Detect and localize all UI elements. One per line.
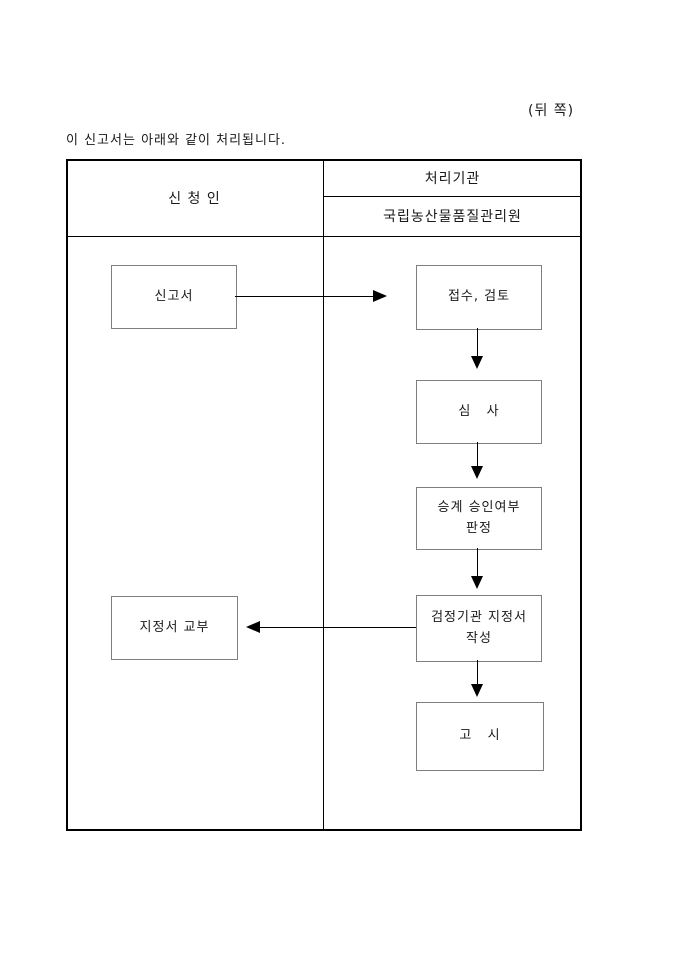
flow-box-examination: 심 사 <box>416 380 542 444</box>
agency-column-header-label: 처리기관 <box>424 170 481 187</box>
arrow-down-icon <box>471 466 483 479</box>
flow-box-report: 신고서 <box>111 265 237 329</box>
flow-box-notice: 고 시 <box>416 702 544 771</box>
arrow-examination-to-succession-line <box>477 442 478 466</box>
arrow-left-icon <box>246 621 260 633</box>
flow-box-designation-draft: 검정기관 지정서 작성 <box>416 595 542 662</box>
flow-box-designation-issue-label: 지정서 교부 <box>139 619 210 635</box>
arrow-down-icon <box>471 576 483 589</box>
table-header-bottom-border <box>66 236 582 237</box>
agency-column-header-cell: 처리기관 <box>323 159 582 196</box>
arrow-right-icon <box>373 290 387 302</box>
flow-box-designation-draft-line2: 작성 <box>466 630 492 646</box>
agency-name-cell: 국립농산물품질관리원 <box>323 196 582 236</box>
arrow-down-icon <box>471 684 483 697</box>
applicant-column-header-cell: 신 청 인 <box>66 159 323 236</box>
flow-box-report-label: 신고서 <box>154 288 194 304</box>
arrow-draft-to-issue-line <box>260 627 416 628</box>
intro-text: 이 신고서는 아래와 같이 처리됩니다. <box>66 133 287 148</box>
agency-header-divider <box>323 196 582 197</box>
table-column-divider <box>323 159 324 831</box>
flow-box-receipt-review: 접수, 검토 <box>416 265 542 330</box>
flow-box-succession-line2: 판정 <box>466 520 492 536</box>
flow-box-succession-decision: 승계 승인여부 판정 <box>416 487 542 550</box>
arrow-succession-to-draft-line <box>477 548 478 576</box>
arrow-down-icon <box>471 356 483 369</box>
arrow-receipt-to-examination-line <box>477 328 478 356</box>
page-side-note: (뒤 쪽) <box>528 103 575 119</box>
flow-box-designation-issue: 지정서 교부 <box>111 596 238 660</box>
agency-name-label: 국립농산물품질관리원 <box>383 209 522 225</box>
arrow-report-to-receipt-line <box>235 296 373 297</box>
applicant-column-header-label: 신 청 인 <box>168 190 221 207</box>
flow-box-receipt-review-label: 접수, 검토 <box>447 289 511 305</box>
flow-box-designation-draft-line1: 검정기관 지정서 <box>431 610 527 626</box>
arrow-draft-to-notice-line <box>477 660 478 684</box>
flow-box-examination-label: 심 사 <box>458 403 500 419</box>
flow-box-notice-label: 고 시 <box>459 728 501 744</box>
flow-box-succession-line1: 승계 승인여부 <box>437 500 521 516</box>
